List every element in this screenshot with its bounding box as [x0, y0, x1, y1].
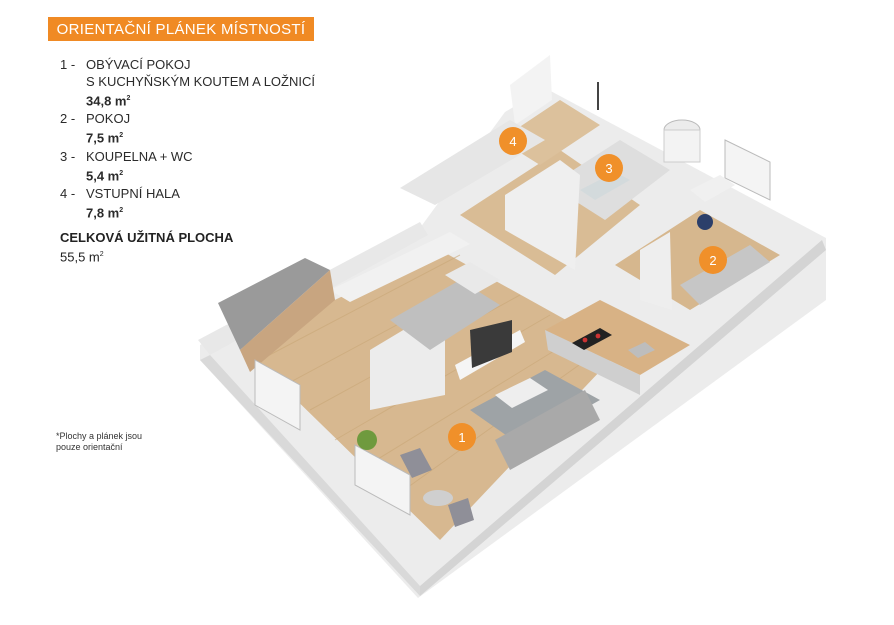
wardrobe-front: [240, 270, 335, 372]
total-area-value: 55,5 m2: [60, 249, 104, 265]
coffee-table: [495, 378, 548, 408]
window-room2: [724, 139, 771, 201]
dining-chair: [448, 498, 474, 527]
room-marker-2: 2: [699, 246, 727, 274]
plan-title: ORIENTAČNÍ PLÁNEK MÍSTNOSTÍ: [48, 17, 314, 41]
outer-wall-right: [420, 240, 826, 596]
room-area: 34,8 m2: [86, 93, 131, 109]
room-area: 7,8 m2: [86, 205, 124, 221]
desk-chair: [697, 214, 713, 230]
room-number: 2 -: [60, 111, 76, 127]
room-name: VSTUPNÍ HALA: [86, 185, 180, 201]
total-area-label: CELKOVÁ UŽITNÁ PLOCHA: [60, 230, 234, 245]
bed-pillow: [445, 262, 500, 294]
window-front: [354, 444, 411, 516]
wardrobe-left: [218, 258, 330, 350]
room-marker-4: 4: [499, 127, 527, 155]
room-area: 5,4 m2: [86, 167, 124, 183]
room2-door: [640, 232, 672, 310]
kitchen-sink: [628, 342, 655, 358]
room2-sofa: [680, 245, 770, 305]
room-name: OBÝVACÍ POKOJ: [86, 57, 191, 72]
room-number: 3 -: [60, 148, 76, 164]
room-number: 1 -: [60, 57, 76, 72]
cooktop: [572, 328, 612, 350]
room-marker-1: 1: [448, 423, 476, 451]
disclaimer-note: *Plochy a plánek jsou pouze orientační: [56, 431, 143, 452]
bathroom-wall: [505, 160, 580, 270]
cooktop-burner: [582, 337, 588, 343]
desk: [690, 175, 735, 202]
svg-text:2: 2: [709, 253, 716, 268]
outer-wall-front: [200, 355, 420, 596]
interior-wall: [330, 232, 470, 302]
room-name-line2: S KUCHYŇSKÝM KOUTEM A LOŽNICÍ: [86, 74, 315, 89]
room-legend: 1 - OBÝVACÍ POKOJ S KUCHYŇSKÝM KOUTEM A …: [60, 56, 315, 222]
window-left: [254, 359, 301, 431]
tv: [470, 320, 512, 368]
room-area: 7,5 m2: [86, 130, 124, 146]
room-name: KOUPELNA + WC: [86, 148, 193, 164]
legend-item-1: 1 - OBÝVACÍ POKOJ: [60, 56, 315, 73]
bed: [390, 280, 500, 350]
legend-item-2: 2 - POKOJ: [60, 110, 315, 127]
dining-table: [423, 490, 453, 506]
legend-item-3: 3 - KOUPELNA + WC: [60, 148, 315, 165]
svg-text:3: 3: [605, 161, 612, 176]
kitchen-counter-front: [545, 330, 640, 395]
cooktop-burner: [595, 333, 601, 339]
water-heater-body: [663, 129, 701, 163]
room-number: 4 -: [60, 185, 76, 201]
svg-text:4: 4: [509, 134, 516, 149]
room-name: POKOJ: [86, 111, 131, 127]
dining-chair: [400, 448, 432, 478]
kitchen-counter-top: [545, 300, 690, 375]
plant-icon: [357, 430, 377, 450]
living-rug: [470, 370, 600, 445]
living-sofa: [495, 390, 600, 470]
total-area: CELKOVÁ UŽITNÁ PLOCHA 55,5 m2: [60, 229, 233, 265]
legend-item-4: 4 - VSTUPNÍ HALA: [60, 185, 315, 202]
room-marker-3: 3: [595, 154, 623, 182]
entrance-door: [510, 55, 552, 125]
svg-text:1: 1: [458, 430, 465, 445]
